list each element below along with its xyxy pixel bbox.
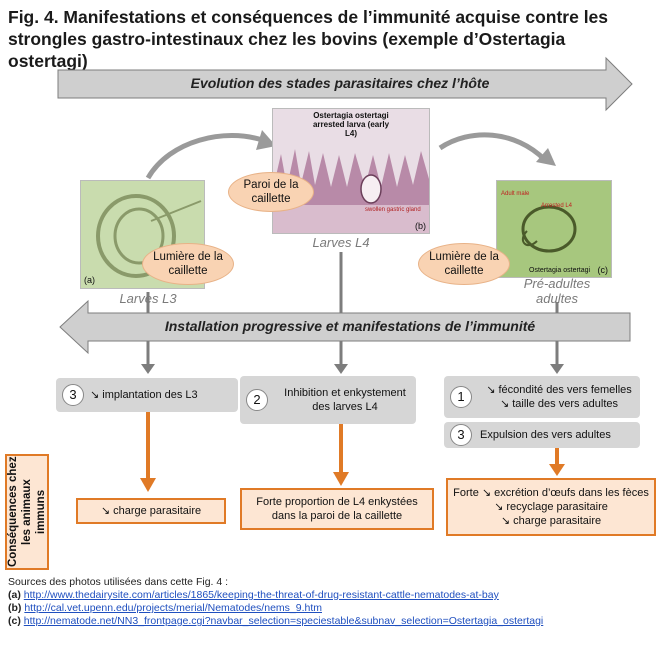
box-manif-center-line1: Inhibition et enkystement	[284, 387, 406, 399]
figure-title: Fig. 4. Manifestations et conséquences d…	[8, 7, 609, 71]
box-manif-right-1-line2: ↘ taille des vers adultes	[499, 398, 619, 410]
box-conseq-center-line2: dans la paroi de la caillette	[271, 510, 403, 522]
orange-arrow-right	[549, 464, 565, 476]
banner-top-text: Evolution des stades parasitaires chez l…	[190, 75, 490, 91]
box-manif-center: 2 Inhibition et enkystement des larves L…	[240, 376, 416, 424]
photo-b-caption-line1: Ostertagia ostertagi	[313, 111, 389, 120]
oval-lumiere-right: Lumière de la caillette	[418, 243, 510, 285]
arrow-to-box-center	[334, 364, 348, 374]
source-b-link[interactable]: http://cal.vet.upenn.edu/projects/merial…	[24, 602, 322, 614]
stage-label-l4: Larves L4	[312, 235, 370, 250]
photo-c-caption: Ostertagia ostertagi	[529, 267, 591, 274]
box-conseq-right-line2: ↘ recyclage parasitaire	[494, 501, 608, 513]
arrow-to-box-left	[141, 364, 155, 374]
photo-b-caption-line2: arrested larva (early L4)	[312, 120, 390, 138]
photo-b-caption: Ostertagia ostertagi arrested larva (ear…	[309, 111, 393, 138]
photo-c-tag: (c)	[597, 265, 609, 275]
photo-c-label-arrested: Arrested L4	[541, 203, 573, 209]
num-badge: 3	[62, 384, 84, 406]
photo-a-tag: (a)	[84, 275, 95, 285]
num-badge: 1	[450, 386, 472, 408]
photo-b-gland-label: swollen gastric gland	[365, 207, 421, 213]
box-manif-left-text: ↘ implantation des L3	[90, 389, 198, 401]
box-manif-right-1-line1: ↘ fécondité des vers femelles	[486, 384, 632, 396]
stage-label-pre-adults: Pré-adultes adultes	[523, 276, 591, 306]
source-c: (c) http://nematode.net/NN3_frontpage.cg…	[8, 615, 543, 628]
box-conseq-left: ↘ charge parasitaire	[76, 498, 226, 524]
banner-middle-text: Installation progressive et manifestatio…	[164, 318, 536, 334]
box-manif-right-2-text: Expulsion des vers adultes	[480, 429, 611, 441]
box-conseq-center-line1: Forte proportion de L4 enkystées	[256, 496, 418, 508]
box-conseq-center: Forte proportion de L4 enkystées dans la…	[240, 488, 434, 530]
box-manif-left: 3 ↘ implantation des L3	[56, 378, 238, 412]
banner-middle-arrow	[59, 299, 631, 355]
sources-heading: Sources des photos utilisées dans cette …	[8, 576, 229, 588]
banner-top-arrow	[57, 56, 633, 112]
oval-paroi: Paroi de la caillette	[228, 172, 314, 212]
source-a-link[interactable]: http://www.thedairysite.com/articles/186…	[23, 589, 499, 601]
arrow-to-box-right	[550, 364, 564, 374]
photo-b-l4-gland: Ostertagia ostertagi arrested larva (ear…	[272, 108, 430, 234]
source-a: (a) http://www.thedairysite.com/articles…	[8, 589, 543, 602]
box-conseq-right: Forte ↘ excrétion d’œufs dans les fèces …	[446, 478, 656, 536]
box-manif-right-1-text: ↘ fécondité des vers femelles ↘ taille d…	[478, 383, 640, 411]
photo-b-tag: (b)	[415, 221, 426, 231]
source-c-link[interactable]: http://nematode.net/NN3_frontpage.cgi?na…	[23, 615, 544, 627]
box-manif-right-1: 1 ↘ fécondité des vers femelles ↘ taille…	[444, 376, 640, 418]
num-badge: 2	[246, 389, 268, 411]
consequences-label: Conséquences chez les animaux immuns	[7, 456, 47, 568]
source-b: (b) http://cal.vet.upenn.edu/projects/me…	[8, 602, 543, 615]
consequences-label-box: Conséquences chez les animaux immuns	[5, 454, 49, 570]
box-conseq-left-text: ↘ charge parasitaire	[100, 505, 202, 517]
sources-block: Sources des photos utilisées dans cette …	[8, 576, 543, 628]
orange-arrow-left	[140, 478, 156, 492]
orange-arrow-center	[333, 472, 349, 486]
stage-label-l3: Larves L3	[119, 291, 177, 306]
source-a-tag: (a)	[8, 589, 21, 601]
box-conseq-right-line3: ↘ charge parasitaire	[500, 515, 602, 527]
oval-lumiere-left: Lumière de la caillette	[142, 243, 234, 285]
num-badge: 3	[450, 424, 472, 446]
box-conseq-right-line1: Forte ↘ excrétion d’œufs dans les fèces	[453, 487, 649, 499]
curve-arrow-right	[438, 132, 547, 162]
box-manif-center-text: Inhibition et enkystement des larves L4	[274, 386, 416, 414]
source-b-tag: (b)	[8, 602, 22, 614]
photo-c-adults: Adult male Arrested L4 Ostertagia ostert…	[496, 180, 612, 278]
box-manif-right-2: 3 Expulsion des vers adultes	[444, 422, 640, 448]
box-manif-center-line2: des larves L4	[312, 401, 378, 413]
curve-arrow-left	[145, 133, 263, 180]
source-c-tag: (c)	[8, 615, 21, 627]
photo-c-label-adult: Adult male	[501, 191, 530, 197]
